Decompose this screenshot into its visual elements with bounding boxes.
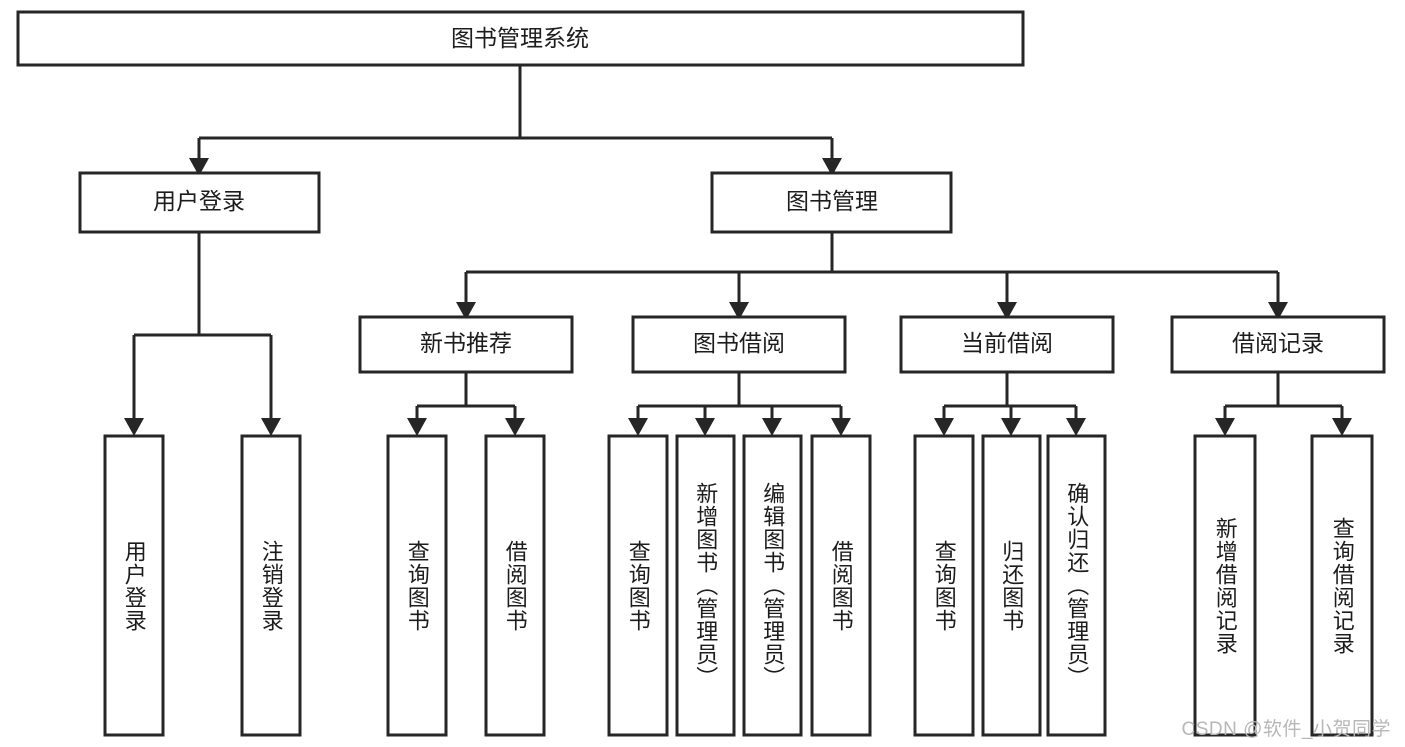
node-borrow-record[interactable]: 借阅记录 (1170, 315, 1386, 374)
leaf-box-borrow-book-1[interactable] (484, 434, 546, 737)
node-root-system[interactable]: 图书管理系统 (16, 10, 1025, 67)
leaf-box-confirm-return[interactable] (1046, 434, 1107, 737)
leaf-box-query-book-3[interactable] (913, 434, 975, 737)
node-book-borrow-label: 图书借阅 (693, 330, 785, 356)
leaf-box-query-record[interactable] (1310, 434, 1374, 737)
node-root-system-label: 图书管理系统 (451, 25, 589, 51)
leaf-box-logout-login[interactable] (240, 434, 302, 737)
node-borrow-record-label: 借阅记录 (1232, 330, 1324, 356)
connector-root-to-level2 (189, 65, 842, 176)
node-book-borrow[interactable]: 图书借阅 (631, 315, 847, 374)
connector-newbook-to-leaves (407, 372, 525, 436)
leaf-box-add-book[interactable] (675, 434, 736, 737)
connector-bookmanage-to-level3 (456, 232, 1288, 320)
connector-bookborrow-to-leaves (628, 372, 851, 436)
leaf-box-return-book[interactable] (981, 434, 1042, 737)
connector-userlogin-to-leaves (124, 232, 281, 436)
node-book-manage[interactable]: 图书管理 (710, 171, 953, 234)
connector-currentborrow-to-leaves (934, 372, 1086, 436)
node-current-borrow-label: 当前借阅 (961, 330, 1053, 356)
node-user-login-label: 用户登录 (153, 188, 245, 214)
node-new-book-recommend-label: 新书推荐 (420, 330, 512, 356)
node-book-manage-label: 图书管理 (786, 188, 878, 214)
node-user-login[interactable]: 用户登录 (78, 171, 321, 234)
node-new-book-recommend[interactable]: 新书推荐 (358, 315, 574, 374)
leaf-box-query-book-2[interactable] (607, 434, 669, 737)
node-current-borrow[interactable]: 当前借阅 (899, 315, 1115, 374)
leaf-box-borrow-book-2[interactable] (810, 434, 872, 737)
csdn-watermark: CSDN @软件_小贺同学 (1181, 719, 1391, 740)
leaf-box-query-book-1[interactable] (386, 434, 448, 737)
leaf-box-add-record[interactable] (1193, 434, 1257, 737)
leaf-boxes (103, 434, 1374, 737)
leaf-box-user-login[interactable] (103, 434, 165, 737)
leaf-box-edit-book[interactable] (742, 434, 803, 737)
connector-borrowrecord-to-leaves (1215, 372, 1352, 436)
